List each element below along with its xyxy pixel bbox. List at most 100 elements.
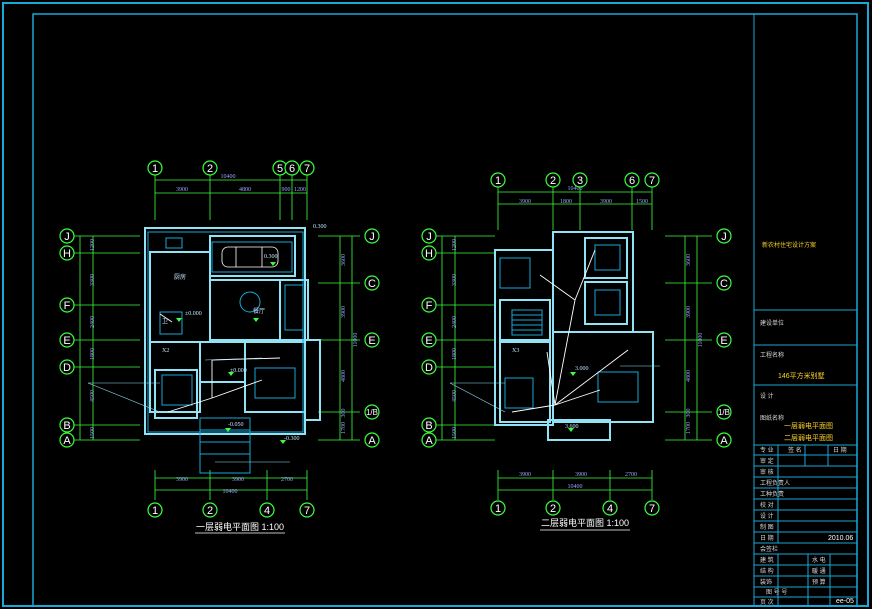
level-1: 0.300 <box>313 224 327 230</box>
level-2: 0.300 <box>264 254 278 260</box>
drawing-name-2: 二层弱电平面图 <box>784 433 833 442</box>
kitchen-label: 厨房 <box>174 273 186 281</box>
f1-axis-bottom-3: 4 <box>264 505 270 517</box>
garage-car <box>221 246 279 268</box>
f1-right-dim-2: 3900 <box>341 306 347 318</box>
floor2-level-marks <box>568 372 576 432</box>
f2-right-dim-1: 3600 <box>686 254 692 266</box>
floor1-leaders <box>87 357 290 463</box>
tb-row-label-10: 会签栏 <box>760 545 778 553</box>
f1-axis-right-5: A <box>368 435 376 447</box>
tb-sheet-label: 图 号 号 <box>766 589 787 596</box>
f2-bottom-dim-2: 3900 <box>575 472 587 478</box>
f2-room-label: X3 <box>512 348 519 354</box>
title-block: 新农村住宅设计方案 建设单位 工程名称 146平方米别墅 设 计 图纸名称 一层… <box>753 14 857 606</box>
f1-left-dim-5: 4500 <box>90 390 96 402</box>
f1-top-dim-1: 3900 <box>176 187 188 193</box>
f1-axis-top-1: 1 <box>152 163 158 175</box>
f1-left-dim-2: 3300 <box>90 274 96 286</box>
tb-sign-3: 结 构 <box>760 567 774 575</box>
f2-axis-left-5: D <box>425 362 433 374</box>
f2-right-dim-2: 3900 <box>686 306 692 318</box>
f1-bottom-dim-2: 3900 <box>232 477 244 483</box>
f2-axis-top-2: 2 <box>550 175 556 187</box>
f2-level-2: 3.600 <box>565 424 579 430</box>
f2-bottom-dim-3: 2700 <box>625 472 637 478</box>
f2-top-dim-total: 10400 <box>568 186 583 192</box>
f2-top-dim-2: 1800 <box>560 199 572 205</box>
f2-axis-top-4: 6 <box>629 175 635 187</box>
f1-axis-bottom-1: 1 <box>152 505 158 517</box>
f1-axis-right-3: E <box>368 335 375 347</box>
f2-top-dim-1: 3900 <box>519 199 531 205</box>
f1-axis-right-4: 1/B <box>366 408 378 417</box>
f1-bottom-dim-1: 3900 <box>176 477 188 483</box>
tb-sign-5: 装饰 <box>760 578 772 586</box>
drawing-name-1: 一层弱电平面图 <box>784 421 833 430</box>
f2-top-dim-4: 1500 <box>636 199 648 205</box>
level-5: -0.050 <box>228 422 244 428</box>
floor2-inner-details <box>499 244 639 409</box>
f2-left-dim-1: 1200 <box>452 239 458 251</box>
f2-axis-left-3: F <box>426 300 433 312</box>
f1-top-dim-4: 1200 <box>294 187 306 193</box>
f2-axis-right-1: J <box>721 231 727 243</box>
f1-axis-top-5: 7 <box>304 163 310 175</box>
dining-label: 餐厅 <box>253 307 265 315</box>
f1-axis-bubbles <box>59 160 380 518</box>
f2-level-1: 3.000 <box>575 366 589 372</box>
tb-col-name: 签 名 <box>788 446 802 454</box>
floor1-wiring <box>159 313 281 413</box>
f2-bottom-dim-1: 3900 <box>519 472 531 478</box>
f1-axis-left-7: A <box>63 435 71 447</box>
f1-right-dim-5: 1700 <box>341 422 347 434</box>
f1-left-dim-6: 1500 <box>90 427 96 439</box>
tb-row-label-9: 日 期 <box>760 534 774 542</box>
f1-axis-top-4: 6 <box>289 163 295 175</box>
floor2-wiring <box>511 249 629 413</box>
drawing-name-label: 图纸名称 <box>760 414 784 422</box>
level-3: ±0.000 <box>185 311 202 317</box>
f1-right-dim-total: 11000 <box>353 333 359 348</box>
f1-top-dim-3: 900 <box>282 187 291 193</box>
f2-right-dim-3: 4800 <box>686 370 692 382</box>
f2-axis-left-6: B <box>425 420 432 432</box>
f1-left-dim-1: 1200 <box>90 239 96 251</box>
f2-axis-left-4: E <box>425 335 432 347</box>
tb-row-label-2: 审 定 <box>760 457 774 465</box>
tb-row-label-8: 制 图 <box>760 523 774 531</box>
f1-left-dim-3: 2400 <box>90 316 96 328</box>
f2-top-dim-3: 3900 <box>600 199 612 205</box>
level-6: -0.300 <box>284 436 300 442</box>
f1-axis-top-3: 5 <box>277 163 283 175</box>
f2-left-dim-4: 1800 <box>452 348 458 360</box>
f2-axis-right-4: 1/B <box>718 408 730 417</box>
f1-bottom-dim-total: 10400 <box>223 489 238 495</box>
floor1-level-marks <box>176 262 286 444</box>
title-block-frame <box>753 14 857 606</box>
f1-axis-right-1: J <box>369 231 375 243</box>
tb-row-label-6: 校 对 <box>760 501 774 509</box>
f2-axis-bubbles <box>421 172 732 516</box>
floor2-leaders <box>449 365 660 413</box>
f2-axis-top-3: 3 <box>577 175 583 187</box>
project-name-label: 工程名称 <box>760 351 784 359</box>
level-4: ±0.000 <box>230 368 247 374</box>
f1-axis-left-5: D <box>63 362 71 374</box>
project-name: 146平方米别墅 <box>778 371 825 380</box>
f2-right-dim-total: 11000 <box>698 333 704 348</box>
project-unit: 新农村住宅设计方案 <box>762 241 816 249</box>
floor2-caption: 二层弱电平面图 1:100 <box>541 517 629 528</box>
f2-axis-bottom-3: 4 <box>607 503 613 515</box>
floor2-dim-lines <box>434 185 712 500</box>
tb-row-label-5: 工种负责 <box>760 490 784 498</box>
drawing-date: 2010.06 <box>828 535 853 542</box>
f1-left-dim-4: 1800 <box>90 348 96 360</box>
f1-axis-left-6: B <box>63 420 70 432</box>
f1-axis-left-3: F <box>64 300 71 312</box>
tb-col-date: 日 期 <box>833 446 847 454</box>
storage-label: X2 <box>162 348 169 354</box>
f1-top-dim-2: 4800 <box>239 187 251 193</box>
f2-axis-bottom-2: 2 <box>550 503 556 515</box>
